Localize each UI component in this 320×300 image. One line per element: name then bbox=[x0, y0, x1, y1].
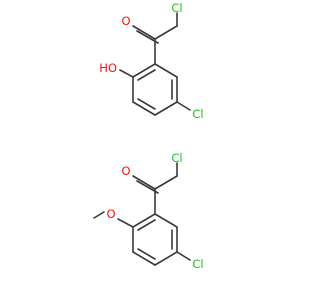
structure-diagram: Cl O HO Cl Cl O O Cl bbox=[93, 1, 204, 271]
bond bbox=[154, 213, 178, 228]
molecule-2: Cl O O Cl bbox=[93, 151, 204, 271]
chlorine-atom-label: Cl bbox=[192, 107, 203, 121]
bond bbox=[154, 101, 178, 116]
hydroxyl-label: HO bbox=[99, 61, 117, 75]
bond bbox=[132, 251, 156, 266]
chlorine-atom-label: Cl bbox=[171, 1, 182, 15]
bond bbox=[137, 219, 156, 231]
bond bbox=[154, 63, 178, 78]
bond bbox=[176, 251, 191, 261]
bond bbox=[137, 69, 156, 81]
bond bbox=[176, 101, 191, 111]
bond bbox=[154, 251, 178, 266]
oxygen-atom-label: O bbox=[121, 14, 130, 28]
bond bbox=[93, 211, 105, 219]
bond bbox=[117, 218, 134, 228]
bond bbox=[136, 180, 159, 194]
chlorine-atom-label: Cl bbox=[192, 257, 203, 271]
bond bbox=[137, 248, 156, 260]
bond bbox=[119, 69, 134, 78]
bond bbox=[132, 213, 156, 228]
chlorine-atom-label: Cl bbox=[171, 151, 182, 165]
bond bbox=[132, 101, 156, 116]
bond bbox=[132, 63, 156, 78]
bond bbox=[137, 98, 156, 110]
molecule-1: Cl O HO Cl bbox=[99, 1, 203, 121]
bond bbox=[154, 25, 178, 40]
bond bbox=[132, 175, 156, 190]
oxygen-atom-label: O bbox=[121, 164, 130, 178]
bond bbox=[136, 30, 159, 44]
methoxy-oxygen-label: O bbox=[106, 207, 115, 221]
bond bbox=[154, 175, 178, 190]
bond bbox=[132, 25, 156, 40]
